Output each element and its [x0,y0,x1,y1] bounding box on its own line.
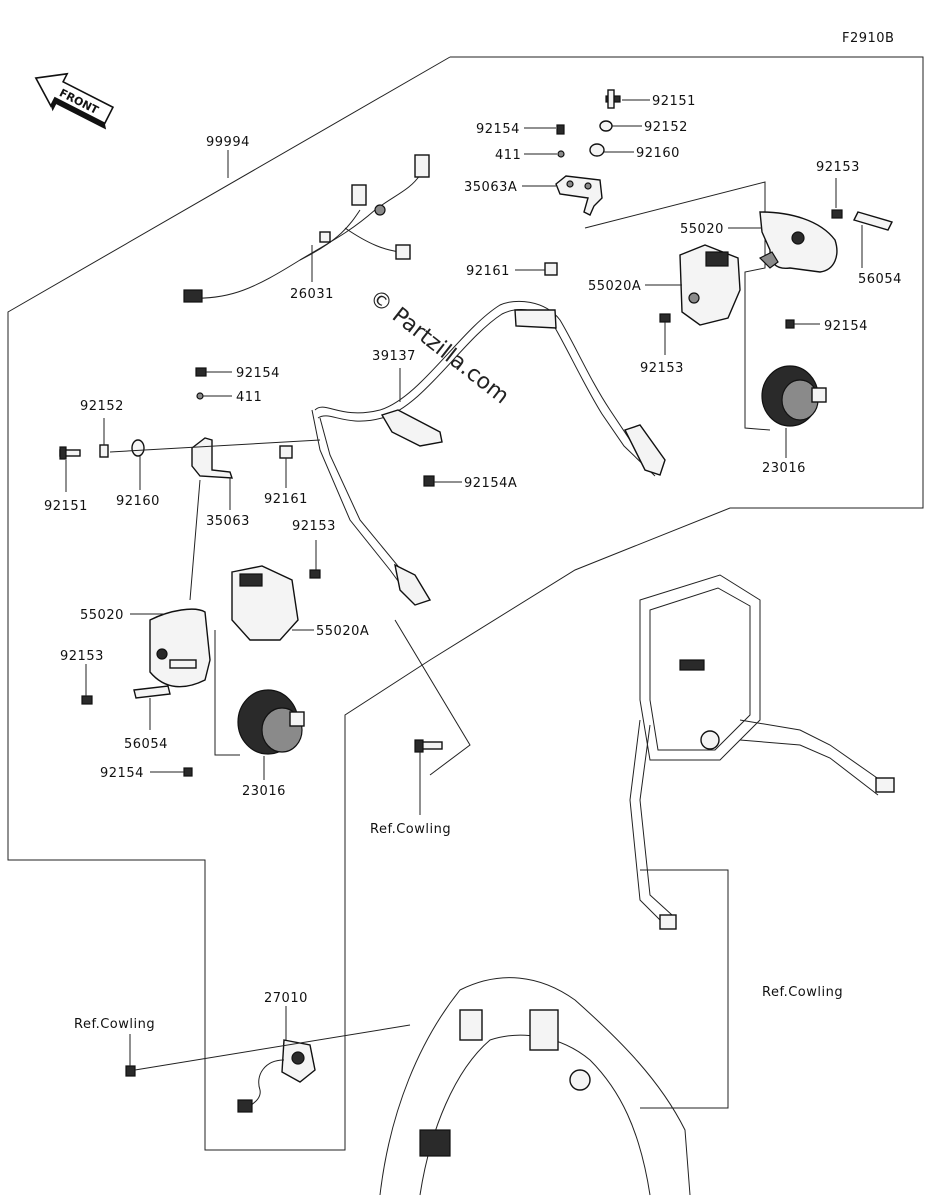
part-label-35063: 35063 [206,514,250,529]
part-label-92151-left: 92151 [44,499,88,514]
screw-92153-tr2-icon [659,313,671,323]
bracket-35063-icon [191,437,233,479]
bolt-ref-cowling-left-icon [125,1065,136,1077]
part-label-55020-left: 55020 [80,608,124,623]
spacer-92161-left-icon [279,445,293,459]
nut-411-top-icon [557,150,565,158]
fog-lamp-23016-left-icon [237,689,305,755]
part-label-23016-left: 23016 [242,784,286,799]
stay-bar-39137 [311,300,666,606]
figure-code: F2910B [842,31,894,46]
part-label-39137: 39137 [372,349,416,364]
group-line-left [214,630,240,756]
fog-lamp-23016-tr-icon [761,365,827,427]
part-label-27010: 27010 [264,991,308,1006]
screw-92154-left2-icon [183,767,193,777]
cover-55020-tr-icon [758,211,838,273]
part-label-92160-left: 92160 [116,494,160,509]
spacer-92161-top-icon [544,262,558,276]
ref-line-center [394,619,471,776]
bracket-35063A-icon [555,175,603,216]
part-label-92153-left: 92153 [292,519,336,534]
leader-lines [65,99,863,1066]
grommet-92160-left-icon [131,439,145,457]
screw-92153-tr-icon [831,209,843,219]
cover-55020-left-icon [149,608,211,688]
nut-411-left-icon [196,392,204,400]
bolt-92154-left-icon [195,367,207,377]
group-line-tr [584,181,771,431]
part-label-92152-left: 92152 [80,399,124,414]
part-label-55020-tr: 55020 [680,222,724,237]
part-label-411-left: 411 [236,390,262,405]
ref-cowling-right-label: Ref.Cowling [762,985,843,1000]
reflector-56054-tr-icon [852,211,894,231]
washer-92152-top-icon [599,120,613,132]
part-label-56054-left: 56054 [124,737,168,752]
part-label-92153-tr2: 92153 [640,361,684,376]
bolt-92151-top-icon [605,89,621,109]
cowling-stay [379,977,691,1196]
part-label-92154-top: 92154 [476,122,520,137]
watermark: © Partzilla.com [364,285,513,409]
ref-cowling-center-label: Ref.Cowling [370,822,451,837]
grommet-92160-top-icon [589,143,605,157]
screw-92153-left-icon [309,569,321,579]
screw-92153-left2-icon [81,695,93,705]
part-label-92152-top: 92152 [644,120,688,135]
part-label-92154-tr: 92154 [824,319,868,334]
bracket-55020A-left-icon [231,565,299,641]
part-label-92153-tr: 92153 [816,160,860,175]
switch-27010-icon [237,1039,316,1113]
part-label-92154A: 92154A [464,476,517,491]
part-label-92160-top: 92160 [636,146,680,161]
part-label-55020A-left: 55020A [316,624,369,639]
part-label-92154-left: 92154 [236,366,280,381]
part-label-56054-tr: 56054 [858,272,902,287]
part-label-92161-top: 92161 [466,264,510,279]
bracket-55020A-tr-icon [679,244,741,326]
bolt-92151-left-icon [59,446,81,460]
part-label-26031: 26031 [290,287,334,302]
ref-line-right [640,869,729,1109]
part-label-411-top: 411 [495,148,521,163]
part-label-92151-top: 92151 [652,94,696,109]
bolt-ref-cowling-icon [414,739,443,753]
frame-assembly [629,574,895,930]
part-label-92153-left2: 92153 [60,649,104,664]
part-label-55020A-tr: 55020A [588,279,641,294]
part-label-99994: 99994 [206,135,250,150]
ref-cowling-left-label: Ref.Cowling [74,1017,155,1032]
kit-boundary-line [7,56,924,1151]
part-label-35063A: 35063A [464,180,517,195]
reflector-56054-left-icon [133,685,171,699]
bolt-92154A-icon [423,475,435,487]
part-label-92161-left: 92161 [264,492,308,507]
bolt-92154-top-icon [556,124,565,135]
washer-92152-left-icon [99,444,109,458]
front-arrow-icon: FRONT [34,72,115,130]
part-label-23016-tr: 23016 [762,461,806,476]
wiring-harness-26031 [183,154,430,303]
screw-92154-tr-icon [785,319,795,329]
part-label-92154-left2: 92154 [100,766,144,781]
